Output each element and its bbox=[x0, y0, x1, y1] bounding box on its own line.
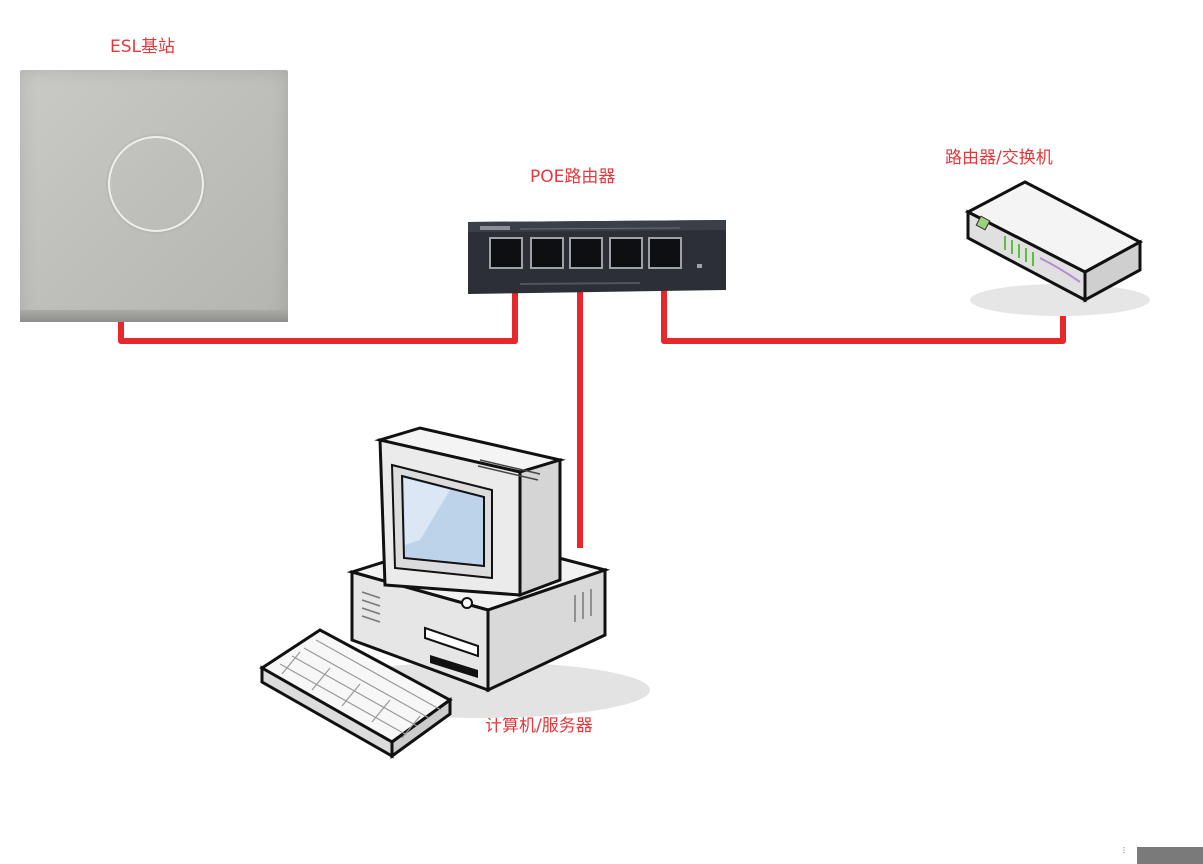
computer-server-label: 计算机/服务器 bbox=[485, 716, 593, 736]
switch-port-3 bbox=[569, 237, 603, 269]
cable-esl-to-poe bbox=[118, 270, 518, 344]
poe-router-label: POE路由器 bbox=[530, 167, 616, 187]
esl-base-station-edge bbox=[20, 310, 288, 322]
cables bbox=[118, 270, 1066, 548]
router-switch-label: 路由器/交换机 bbox=[945, 148, 1053, 168]
page-corner-bar bbox=[1137, 847, 1203, 864]
cable-poe-to-router bbox=[661, 270, 1066, 344]
esl-base-station-indicator bbox=[108, 136, 204, 232]
switch-port-5 bbox=[648, 237, 682, 269]
page-corner-mark: ⠇ bbox=[1122, 847, 1129, 857]
poe-router-device bbox=[468, 220, 726, 294]
switch-port-2 bbox=[530, 237, 564, 269]
router-switch-device bbox=[964, 180, 1150, 316]
switch-port-4 bbox=[609, 237, 643, 269]
esl-base-station-device bbox=[20, 70, 288, 322]
computer-server-device bbox=[259, 426, 650, 759]
esl-base-station-label: ESL基站 bbox=[110, 37, 176, 57]
switch-port-1 bbox=[489, 237, 523, 269]
